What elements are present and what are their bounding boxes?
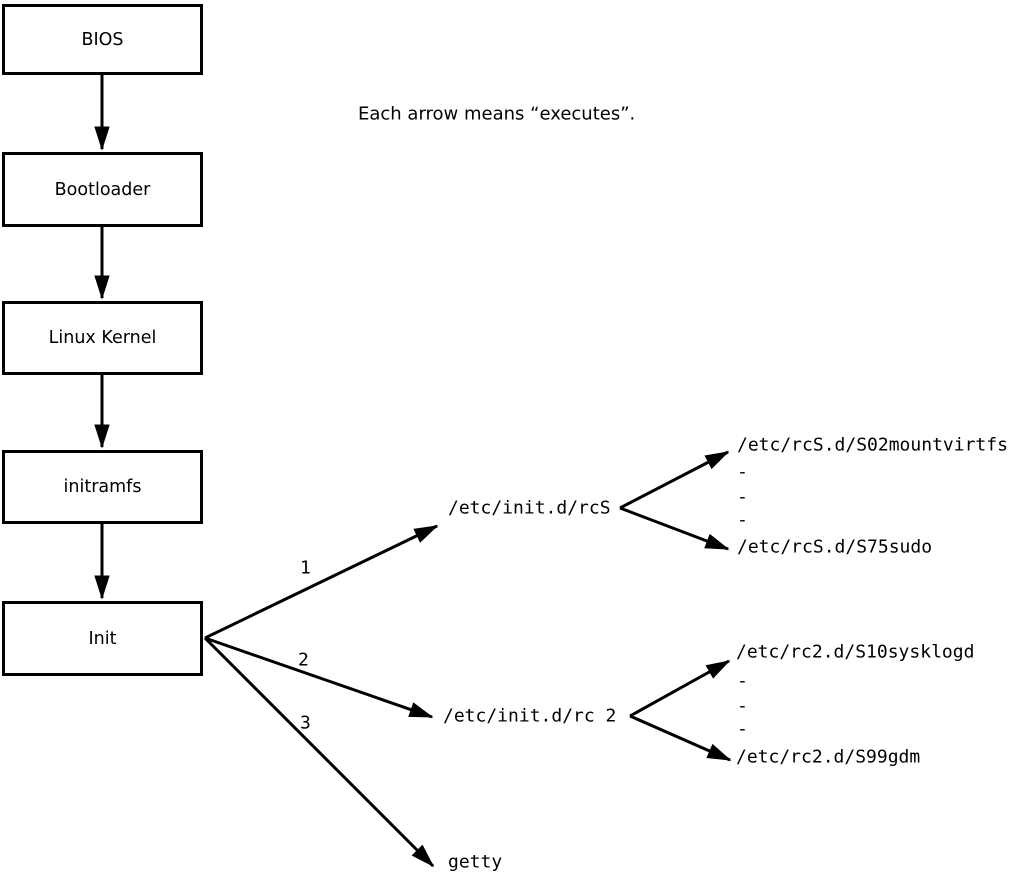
rc2-ellipsis-dash: - [737, 695, 748, 717]
box-bootloader-label: Bootloader [54, 179, 151, 200]
path-etc-init-d-rcs: /etc/init.d/rcS [448, 497, 611, 519]
rcs-ellipsis-dash: - [737, 461, 748, 483]
arrow-rc2-to-s99gdm [629, 714, 732, 762]
path-rcs-s02mountvirtfs: /etc/rcS.d/S02mountvirtfs [737, 434, 1008, 456]
box-bootloader: Bootloader [2, 152, 203, 227]
box-bios-label: BIOS [81, 29, 124, 50]
box-initramfs: initramfs [2, 450, 203, 524]
note-arrow-meaning: Each arrow means “executes”. [358, 103, 636, 125]
path-rcs-s75sudo: /etc/rcS.d/S75sudo [737, 536, 933, 558]
arrow-init-to-getty [203, 636, 435, 868]
box-initramfs-label: initramfs [63, 477, 142, 497]
path-getty: getty [448, 851, 503, 873]
box-linux-kernel: Linux Kernel [2, 301, 203, 375]
arrow-rcs-to-s02mountvirtfs [619, 450, 730, 510]
arrow-init-to-rcs [204, 524, 439, 640]
rcs-ellipsis-dash: - [737, 509, 748, 531]
box-init: Init [2, 601, 203, 676]
path-rc2-s99gdm: /etc/rc2.d/S99gdm [736, 746, 921, 768]
rc2-ellipsis-dash: - [737, 670, 748, 692]
arrow-rcs-to-s75sudo [619, 506, 730, 551]
path-etc-init-d-rc2: /etc/init.d/rc 2 [443, 705, 617, 727]
path-rc2-s10sysklogd: /etc/rc2.d/S10sysklogd [736, 641, 975, 663]
rc2-ellipsis-dash: - [737, 718, 748, 740]
arrow-rc2-to-s10sysklogd [629, 659, 731, 718]
arrow-init-to-rc2 [204, 636, 434, 719]
arrow-order-label-2: 2 [298, 649, 309, 671]
box-linux-kernel-label: Linux Kernel [48, 328, 157, 348]
arrow-order-label-1: 1 [300, 557, 311, 579]
rcs-ellipsis-dash: - [737, 486, 748, 508]
box-bios: BIOS [2, 4, 203, 75]
arrow-order-label-3: 3 [300, 712, 311, 734]
box-init-label: Init [88, 628, 117, 649]
